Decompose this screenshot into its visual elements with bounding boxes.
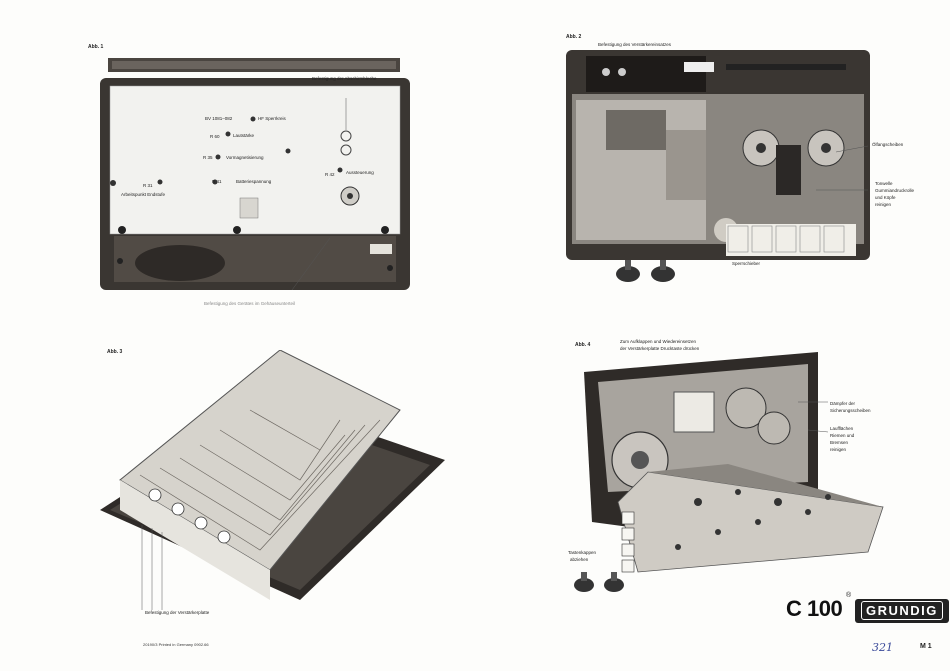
fig4-callout-laufflaechen-4: reinigen: [830, 447, 847, 452]
fig4-callout-laufflaechen-2: Riemen und: [830, 433, 855, 438]
fig4-device-illustration: [584, 352, 884, 573]
fig1-callout-batterie: Batteriespannung: [236, 179, 272, 184]
fig1-callout-bv: BV 1081–082: [205, 116, 233, 121]
fig4-callout-daempfer-2: Sicherungsscheiben: [830, 408, 871, 413]
fig3-photo: [100, 350, 445, 610]
fig4-label: Abb. 4: [575, 342, 591, 348]
fig1-callout-arbeitspunkt: Arbeitspunkt Endstufe: [121, 192, 166, 197]
fig2-callout-sperrschieber: Sperrschieber: [732, 261, 761, 266]
fig4-callout-tasten-2: abziehen: [570, 557, 589, 562]
fig1-callout-aussteuerung: Aussteuerung: [346, 170, 374, 175]
fig2-callout-tonwelle-1: Tonwelle: [875, 181, 893, 186]
fig2-knob-icon: [616, 260, 675, 282]
model-name: C 100: [786, 596, 843, 621]
fig1-callout-lautstaerke: Lautstärke: [233, 133, 255, 138]
fig4-callout-daempfer-1: Dämpfer der: [830, 401, 856, 406]
fig4-callout-tasten-1: Tastenkappen: [568, 550, 597, 555]
fig2-device-illustration: [566, 50, 870, 260]
fig1-callout-r60: R 60: [210, 134, 220, 139]
registered-mark: ®: [846, 592, 852, 599]
fig1-callout-r42: R 42: [325, 172, 335, 177]
fig4-callout-top-2: der Verstärkerplatte Drucktaste drücken: [620, 346, 700, 351]
fig4-callout-laufflaechen-3: Bremsen: [830, 440, 849, 445]
fig2-callout-top: Befestigung des Verstärkereinsatzes: [598, 42, 672, 47]
fig1-device-illustration: [100, 58, 410, 290]
handwritten-number: 321: [872, 641, 893, 654]
fig1-callout-vormagnet: Vormagnetisierung: [226, 155, 264, 160]
fig4-photo: [578, 352, 890, 587]
fig2-callout-oelfangscheiben: Ölfangscheiben: [872, 142, 904, 147]
fig1-callout-top-right: Befestigung der Abschirmbleche: [312, 76, 377, 81]
brand-name: GRUNDIG: [861, 601, 943, 620]
fig4-callout-laufflaechen-1: Laufflächen: [830, 426, 854, 431]
fig3-callout-bottom: Befestigung der Verstärkerplatte: [145, 610, 210, 615]
fig2-label: Abb. 2: [566, 34, 582, 40]
fig4-knobs: [570, 568, 630, 594]
fig2-callout-tonwelle-2: Gummiandruckrolle: [875, 188, 915, 193]
fig1-photo: [100, 58, 410, 290]
footer-print-info: 20190/3 Printed in Germany 0902.66: [143, 642, 209, 647]
fig2-photo: [566, 50, 870, 260]
fig1-callout-r31: R 31: [143, 183, 153, 188]
fig2-callout-tonwelle-4: reinigen: [875, 202, 892, 207]
fig4-callout-top-1: Zum Aufklappen und Wiedereinsetzen: [620, 339, 697, 344]
fig3-label: Abb. 3: [107, 349, 123, 355]
fig2-callout-tonwelle-3: und Köpfe: [875, 195, 896, 200]
page-number: M 1: [920, 643, 932, 650]
fig2-knobs: [613, 256, 683, 284]
fig1-callout-r35: R 35: [203, 155, 213, 160]
fig1-callout-r41: R 41: [212, 179, 222, 184]
grundig-logo: GRUNDIG: [855, 599, 949, 623]
fig4-knob-icon: [574, 572, 624, 592]
fig3-device-illustration: [100, 350, 445, 610]
fig1-label: Abb. 1: [88, 44, 104, 50]
fig1-callout-bottom: Befestigung des Gerätes im Gehäuseuntert…: [204, 301, 296, 306]
fig1-callout-hf: HF Sperrkreis: [258, 116, 286, 121]
